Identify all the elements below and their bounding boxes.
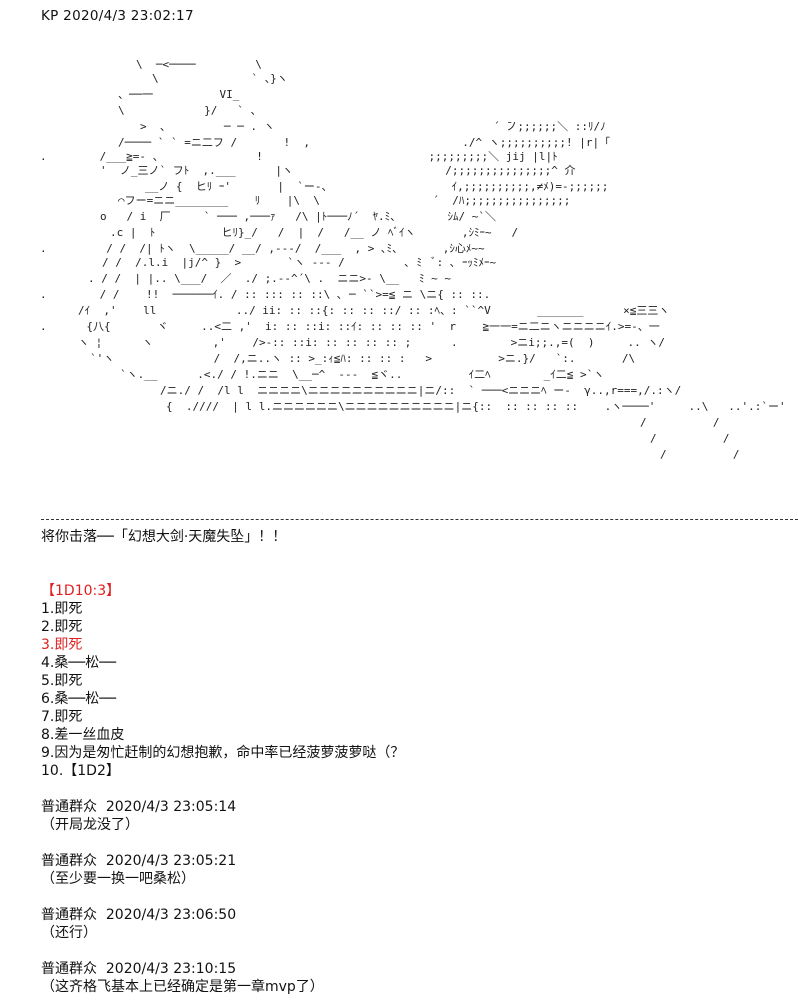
post-header: KP 2020/4/3 23:02:17 — [41, 8, 194, 24]
roll-value: 1D10:3 — [55, 583, 107, 599]
ascii-art-line: \ ` 、}ヽ — [152, 72, 288, 85]
ascii-art-line: \ }/ ` 、 — [118, 104, 262, 117]
reply-text: （至少要一换一吧桑松） — [41, 871, 195, 887]
ascii-art-line: / / — [640, 416, 720, 429]
reply-text: （开局龙没了） — [41, 817, 139, 833]
post-body: 将你击落──「幻想大剑·天魔失坠」！！ 【1D10:3】 1.即死 2.即死 3… — [41, 528, 404, 996]
ascii-art-line: ヽ ¦ ヽ ,' />-:: ::i: :: :: :: :: ; . >ニi;… — [78, 336, 666, 349]
ascii-art-line: \ ─<──── \ — [136, 58, 262, 71]
roll-option: 6.桑──松── — [41, 691, 117, 707]
ascii-art-line: __ノ { ヒﾘ ｰ' | `ー-、 ｲ,;;;;;;;;;;,≠ﾒ)=-;;;… — [145, 180, 609, 193]
roll-option: 10.【1D2】 — [41, 763, 120, 779]
ascii-art-line: / / — [650, 432, 730, 445]
ascii-art-line: . / / /| ﾄヽ \_____/ __/ ,---/ /___ , > ､… — [40, 242, 485, 255]
roll-option: 5.即死 — [41, 673, 83, 689]
ascii-art-line: 、──一 VI_ — [118, 88, 240, 101]
roll-option-selected: 3.即死 — [41, 637, 83, 653]
dice-roll-result: 【1D10:3】 — [41, 582, 404, 600]
reply-header: 普通群众 2020/4/3 23:06:50 — [41, 907, 237, 923]
ascii-art-line: { .//// | l l.ニニニニニニ\ニニニニニニニニニニ|ニ{:: :: … — [166, 400, 786, 413]
roll-option: 9.因为是匆忙赶制的幻想抱歉，命中率已经菠萝菠萝哒（？ — [41, 745, 405, 761]
ascii-art-line: `ヽ.__ .<./ / !.ニニ \__─^ --- ≦ヾ.. ｲ二ﾍ _ｲ二… — [120, 368, 605, 381]
roll-option: 1.即死 — [41, 601, 83, 617]
roll-option: 2.即死 — [41, 619, 83, 635]
reply-text: （这齐格飞基本上已经确定是第一章mvp了） — [41, 979, 324, 995]
ascii-art-line: ⌒フー=ニニ________ ﾘ |\ \ ´ /ﾊ;;;;;;;;;;;;;;… — [118, 194, 571, 207]
ascii-art-line: `'ヽ / /,ニ..ヽ :: >_:ｨ≦ﾊ: :: :: : > >ニ.}/ … — [90, 352, 636, 365]
ascii-art-line: / / /.l.i |j/^ } > `ヽ --- / ､ ﾐ ﾞ: ､ ｰｯﾐ… — [102, 256, 497, 269]
ascii-art-line: /ニ./ / /l l ニニニニ\ニニニニニニニニニニ|ニ/:: ` ───<ニ… — [160, 384, 682, 397]
action-line: 将你击落──「幻想大剑·天魔失坠」！！ — [41, 529, 287, 545]
ascii-art-line: . / / !! ──────ｲ. / :: ::: :: ::\ ､ ─ ``… — [40, 288, 491, 301]
ascii-art-line: / / — [660, 448, 740, 461]
ascii-art-line: /──── ` ` =ニ二フ / ! , ./^ ヽ;;;;;;;;;;! |r… — [118, 136, 611, 149]
ascii-art-line: > 、 ─ ─ . ヽ ´ ̄ノ;;;;;;＼ ::ﾘ/ﾉ — [140, 120, 606, 133]
roll-option: 7.即死 — [41, 709, 83, 725]
reply-header: 普通群众 2020/4/3 23:05:14 — [41, 799, 237, 815]
reply-header: 普通群众 2020/4/3 23:10:15 — [41, 961, 237, 977]
ascii-art-line: . /___≧=- 、 ! ;;;;;;;;;＼ jij |l|ﾄ — [40, 150, 558, 163]
roll-option: 4.桑──松── — [41, 655, 117, 671]
ascii-art-line: ' ノ_三ノ` フﾄ ,.___ |ヽ /;;;;;;;;;;;;;;;^ 介 — [100, 164, 576, 177]
divider-line — [41, 519, 798, 520]
ascii-art-line: o / i 厂 ` ─── ,───ｧ /\ |ﾄ───ﾉ´ ﾔ.ﾐ、 ｼﾑ/ … — [100, 210, 497, 223]
roll-bracket-close: 】 — [106, 583, 121, 599]
ascii-art-illustration: \ ─<──── \\ ` 、}ヽ、──一 VI_ \ }/ ` 、 > 、 ─ ─… — [0, 58, 798, 518]
ascii-art-line: . {八{ ヾ ..<二 ,' i: :: ::i: ::ｲ: :: :: ::… — [40, 320, 660, 333]
ascii-art-line: . / / | |.. \___/ ／ ./ ;.-‐^´\ . ニニ>- \_… — [88, 272, 452, 285]
reply-header: 普通群众 2020/4/3 23:05:21 — [41, 853, 237, 869]
roll-bracket-open: 【 — [41, 583, 55, 599]
ascii-art-line: /ｲ ,' ll ../ ii: :: ::{: :: :: ::/ :: :ﾍ… — [78, 304, 670, 317]
ascii-art-line: .c | ﾄ ヒﾘ}_/ / | / /__ ノ ﾍﾞｲヽ ,ｼﾐｰ~ / — [110, 226, 519, 239]
reply-text: （还行） — [41, 925, 97, 941]
roll-option: 8.差一丝血皮 — [41, 727, 125, 743]
